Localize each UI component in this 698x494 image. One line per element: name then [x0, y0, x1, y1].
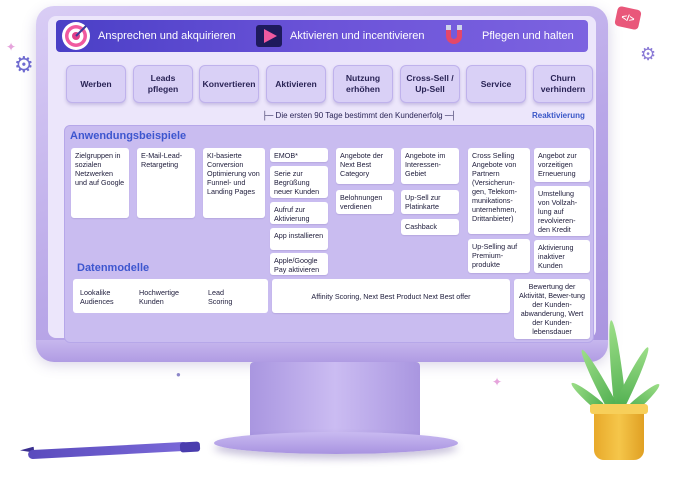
use-case-card: Cashback — [401, 219, 459, 235]
use-case-card: Aufruf zur Aktivierung — [270, 202, 328, 224]
pen-cap — [179, 441, 201, 453]
model-affinity-scoring: Affinity Scoring, Next Best Product Next… — [272, 279, 510, 313]
step-cross-sell: Cross-Sell / Up-Sell — [400, 65, 460, 103]
step-nutzung-erhoehen: Nutzung erhöhen — [333, 65, 393, 103]
magnet-icon — [443, 23, 465, 49]
timeline-reaktivierung: Reaktivierung — [532, 111, 585, 120]
use-case-card: KI-basierte Conversion Optimierung von F… — [203, 148, 265, 218]
step-service: Service — [466, 65, 526, 103]
use-case-card: E-Mail-Lead-Retargeting — [137, 148, 195, 218]
phase-bar — [56, 20, 588, 52]
step-aktivieren: Aktivieren — [266, 65, 326, 103]
use-case-card: Serie zur Begrüßung neuer Kunden — [270, 166, 328, 198]
phase-activate-label: Aktivieren und incentivieren — [290, 30, 425, 42]
step-konvertieren: Konvertieren — [199, 65, 259, 103]
anwendungsbeispiele-title: Anwendungsbeispiele — [70, 130, 187, 142]
play-icon — [256, 25, 282, 47]
use-case-card: Up-Sell zur Platinkarte — [401, 190, 459, 214]
step-churn-verhindern: Churn verhindern — [533, 65, 593, 103]
gear-icon: ⚙ — [640, 44, 657, 64]
step-label: Churn verhindern — [540, 73, 586, 94]
sparkle-icon: ✦ — [6, 40, 17, 54]
use-case-card: Zielgruppen in sozialen Netzwerken und a… — [71, 148, 129, 218]
monitor-chin — [36, 340, 608, 362]
step-label: Leads pflegen — [147, 73, 179, 94]
use-case-card: Angebote der Next Best Category — [336, 148, 394, 184]
use-case-card: Apple/Google Pay aktivieren — [270, 253, 328, 275]
use-case-card: Umstellung von Vollzah-lung auf revolvie… — [534, 186, 590, 236]
use-case-card: Up-Selling auf Premium-produkte — [468, 239, 530, 273]
use-case-card: Angebot zur vorzeitigen Erneuerung — [534, 148, 590, 182]
dot-icon: ● — [176, 370, 181, 379]
datenmodelle-title: Datenmodelle — [77, 262, 150, 274]
use-case-card: Cross Selling Angebote von Partnern (Ver… — [468, 148, 530, 234]
model-lookalike: Lookalike Audiences — [80, 288, 114, 306]
gear-icon: ⚙ — [14, 52, 34, 77]
step-label: Konvertieren — [202, 78, 256, 89]
timeline-90-days: ├─ Die ersten 90 Tage bestimmt den Kunde… — [262, 111, 457, 120]
monitor-stand — [250, 362, 420, 438]
step-label: Aktivieren — [275, 78, 317, 89]
use-case-card: Angebote im Interessen-Gebiet — [401, 148, 459, 184]
phase-acquire-label: Ansprechen und akquirieren — [98, 30, 236, 42]
step-label: Service — [480, 78, 512, 89]
stylus-pen — [27, 441, 189, 460]
step-leads-pflegen: Leads pflegen — [133, 65, 193, 103]
monitor-stand-base — [214, 432, 458, 454]
step-label: Cross-Sell / Up-Sell — [406, 73, 454, 94]
datenmodelle-strip — [73, 279, 268, 313]
use-case-card: Aktivierung inaktiver Kunden — [534, 240, 590, 273]
model-hochwertige-kunden: Hochwertige Kunden — [139, 288, 179, 306]
phase-retain-label: Pflegen und halten — [482, 30, 574, 42]
plant-pot — [594, 408, 644, 460]
model-customer-value: Bewertung der Aktivität, Bewer-tung der … — [514, 279, 590, 339]
step-label: Werben — [80, 78, 112, 89]
plant-pot-rim — [590, 404, 648, 414]
step-werben: Werben — [66, 65, 126, 103]
code-icon: </> — [614, 5, 642, 31]
use-case-card: Belohnungen verdienen — [336, 190, 394, 214]
target-icon — [62, 22, 90, 50]
sparkle-icon: ✦ — [492, 375, 503, 389]
model-lead-scoring: Lead Scoring — [208, 288, 233, 306]
use-case-card: App installieren — [270, 228, 328, 250]
use-case-card: EMOB* — [270, 148, 328, 162]
step-label: Nutzung erhöhen — [345, 73, 381, 94]
